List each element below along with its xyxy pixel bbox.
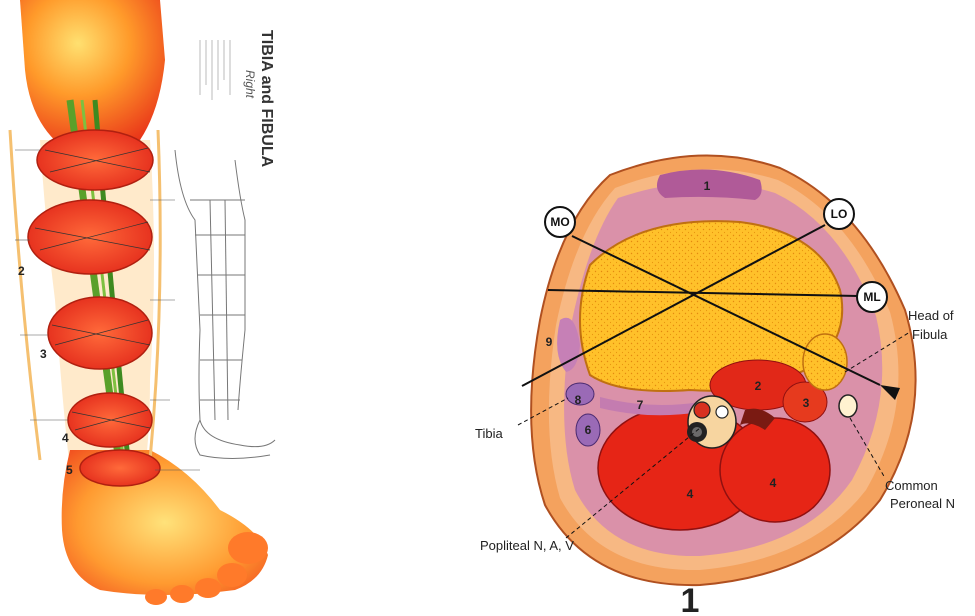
region-number: 8 bbox=[575, 393, 582, 407]
ml-label: ML bbox=[863, 290, 880, 304]
region-4 bbox=[720, 418, 830, 522]
slice-number: 5 bbox=[66, 463, 73, 477]
subtitle-text: Right bbox=[243, 70, 257, 99]
slice-disc bbox=[37, 130, 153, 190]
left-panel-title: TIBIA and FIBULA Right bbox=[243, 30, 275, 168]
region-number: 1 bbox=[704, 179, 711, 193]
region-number: 4 bbox=[687, 487, 694, 501]
common-peroneal-nerve bbox=[839, 395, 857, 417]
leg-illustration: 2 3 4 5 bbox=[10, 0, 268, 605]
mo-label: MO bbox=[550, 215, 569, 229]
region-number: 4 bbox=[770, 476, 777, 490]
lo-label: LO bbox=[831, 207, 848, 221]
label-lo: LO bbox=[824, 199, 854, 229]
slice-number: 4 bbox=[62, 431, 69, 445]
tibia-label: Tibia bbox=[475, 426, 503, 441]
popliteal-label: Popliteal N, A, V bbox=[480, 538, 574, 553]
label-mo: MO bbox=[545, 207, 575, 237]
cross-section: MO LO ML 1 2 3 4 4 6 7 8 9 Head of Fibul… bbox=[475, 156, 955, 616]
fibula-head bbox=[803, 334, 847, 390]
slice-number: 3 bbox=[40, 347, 47, 361]
region-number: 6 bbox=[585, 423, 592, 437]
region-number: 7 bbox=[637, 398, 644, 412]
knee-region bbox=[20, 0, 165, 145]
region-number: 3 bbox=[803, 396, 810, 410]
figure-number: 1 bbox=[681, 582, 700, 616]
legend-marks bbox=[200, 40, 230, 100]
region-number: 2 bbox=[755, 379, 762, 393]
label-ml: ML bbox=[857, 282, 887, 312]
common-peroneal-label: Common bbox=[885, 478, 938, 493]
common-peroneal-label-2: Peroneal N bbox=[890, 496, 955, 511]
slice-disc bbox=[80, 450, 160, 486]
slice-number: 2 bbox=[18, 264, 25, 278]
leg-sketch bbox=[175, 150, 275, 459]
head-of-fibula-label: Head of bbox=[908, 308, 954, 323]
head-of-fibula-label-2: Fibula bbox=[912, 327, 948, 342]
region-number: 9 bbox=[546, 335, 553, 349]
title-text: TIBIA and FIBULA bbox=[258, 30, 275, 168]
